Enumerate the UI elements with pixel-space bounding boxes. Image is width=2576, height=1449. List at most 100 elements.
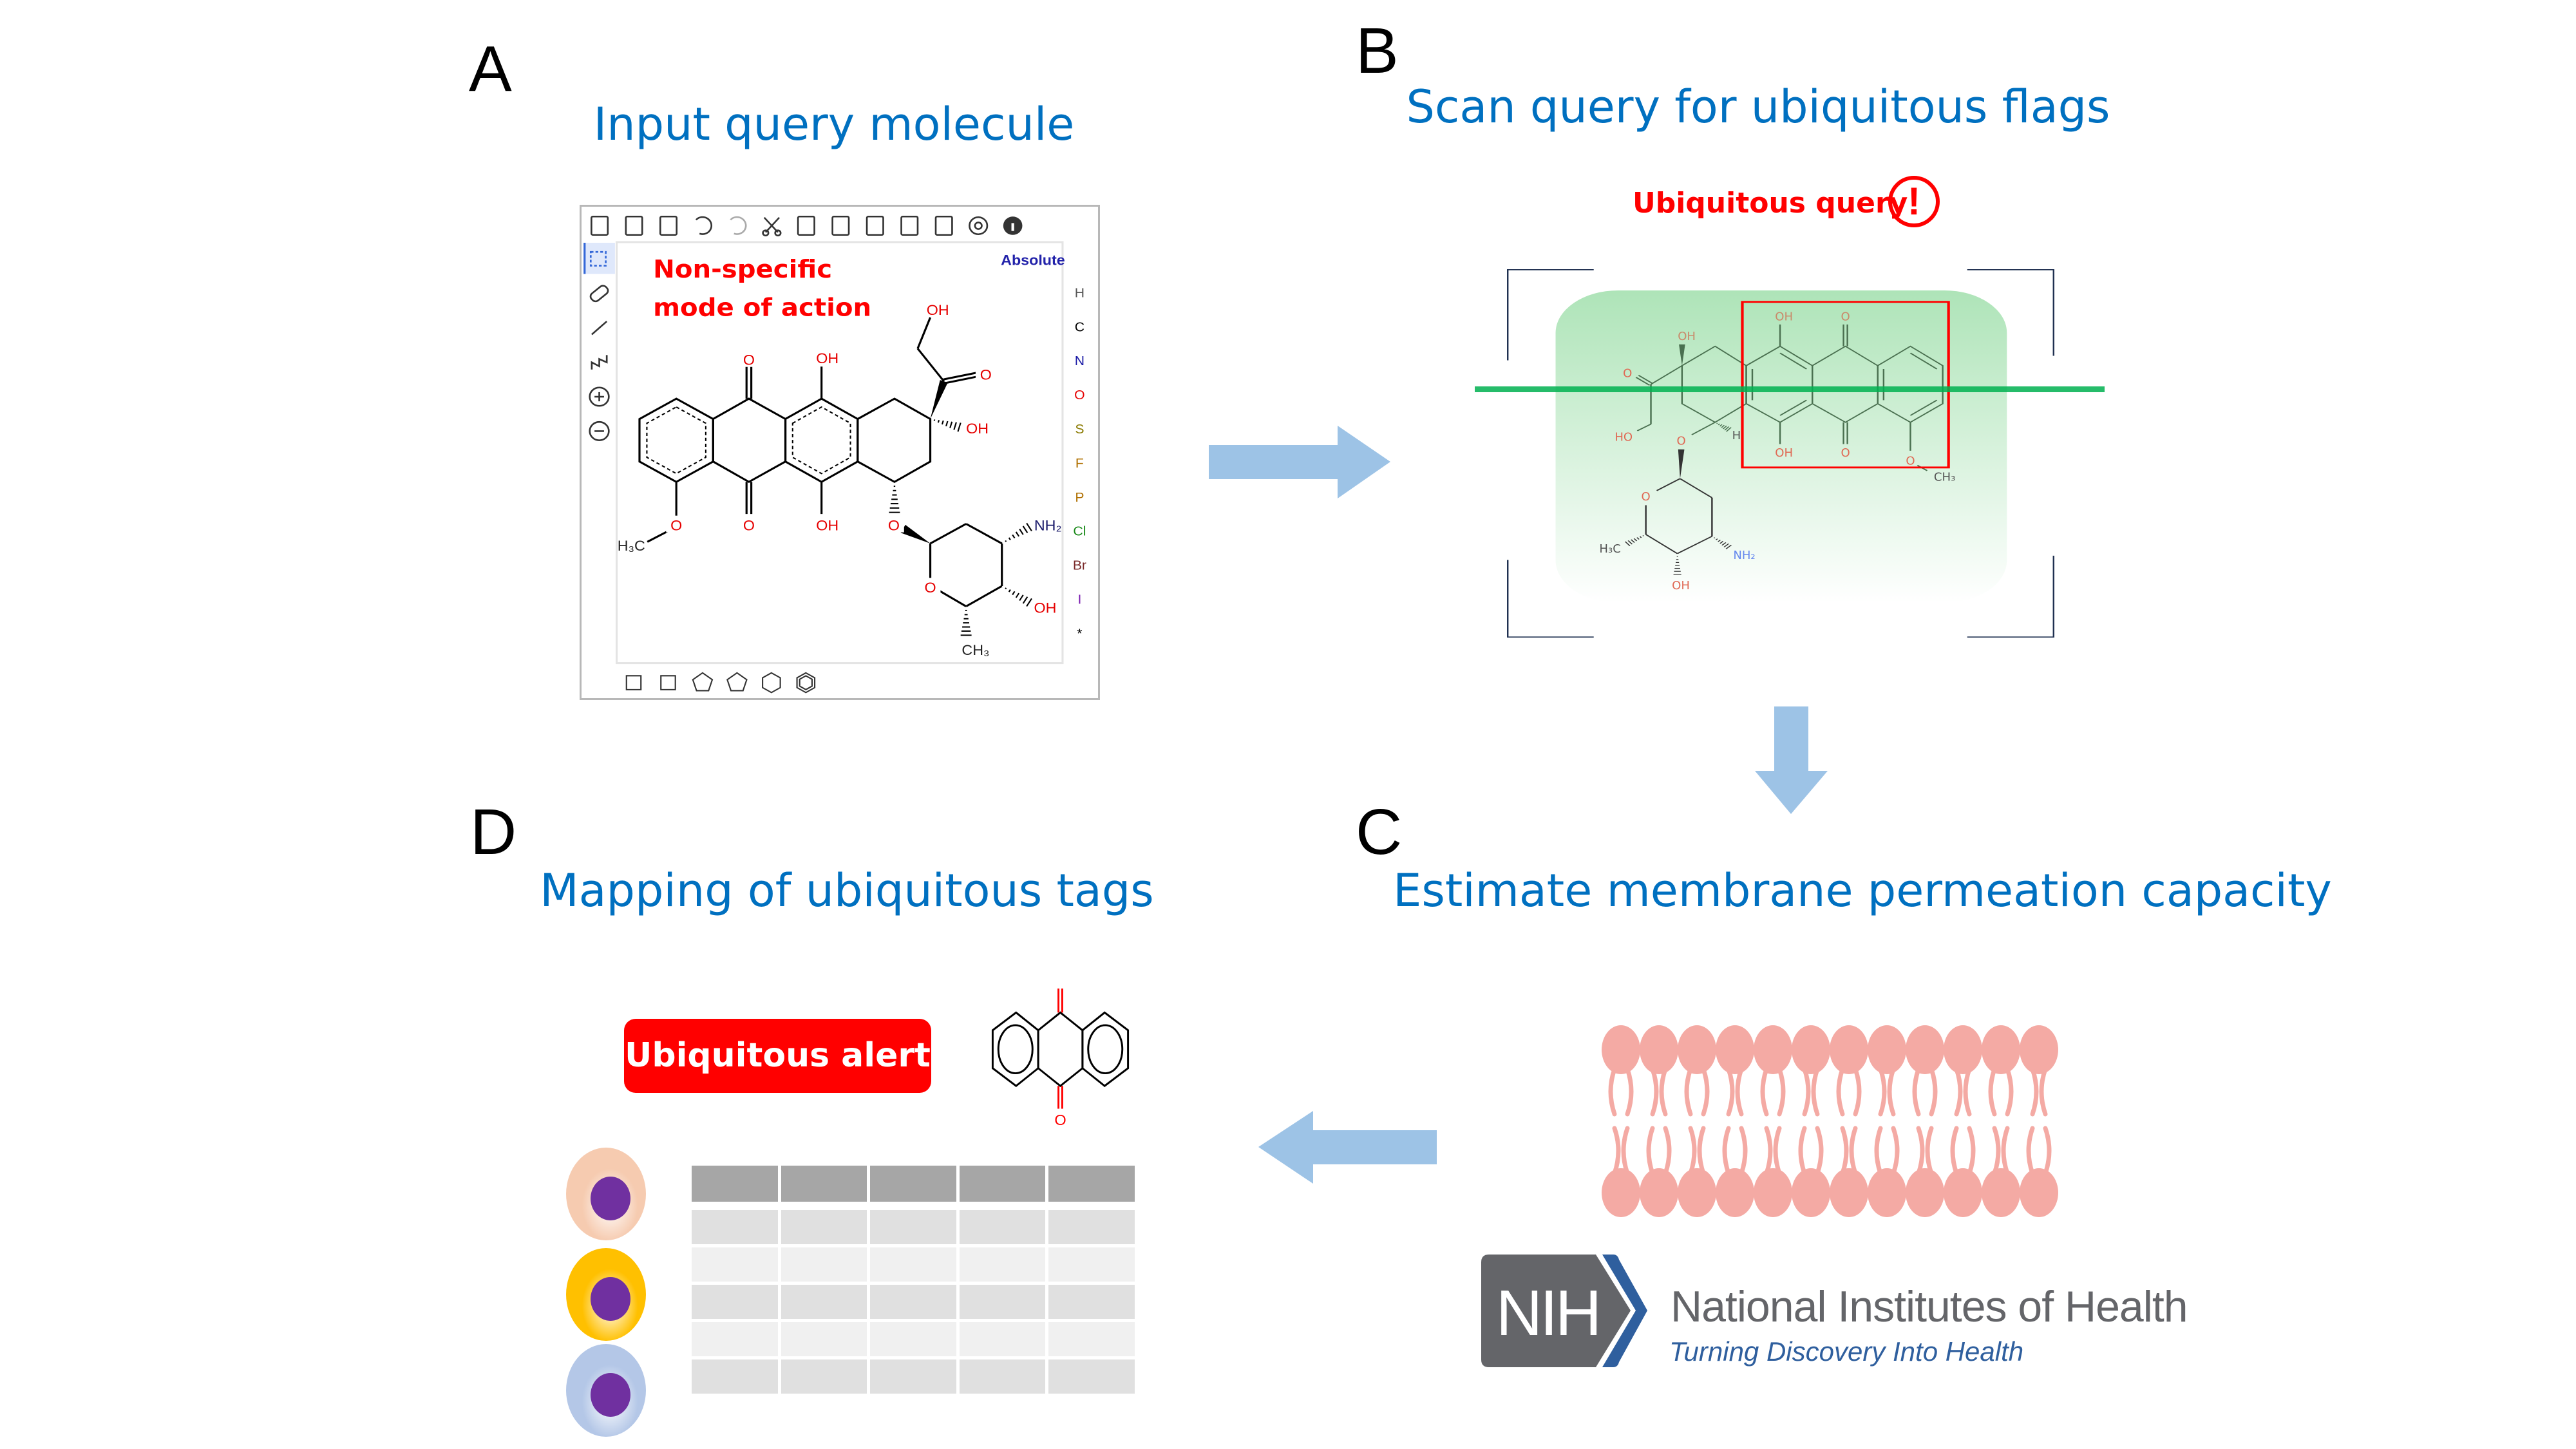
cut-icon[interactable] xyxy=(762,216,782,237)
atom-label: O xyxy=(888,517,900,533)
stereo-label: Absolute xyxy=(1001,252,1065,268)
table-header-cell xyxy=(1048,1166,1135,1202)
copy-icon[interactable] xyxy=(797,215,815,236)
table-cell xyxy=(1048,1247,1135,1282)
panel-letter-c: C xyxy=(1356,796,1403,868)
cell-icon xyxy=(566,1344,646,1437)
atom-label: O xyxy=(1841,310,1850,324)
nucleus xyxy=(591,1177,630,1220)
atom-label: OH xyxy=(927,301,949,317)
atom-label: H xyxy=(1732,429,1741,442)
panel-title-a: Input query molecule xyxy=(593,98,1075,151)
element-button[interactable]: S xyxy=(1075,422,1084,437)
nih-logo-mark: NIH xyxy=(1496,1277,1602,1349)
lipid xyxy=(1716,1025,1754,1217)
select-icon[interactable] xyxy=(589,251,607,267)
table-cell xyxy=(692,1322,778,1356)
sgroup-icon[interactable] xyxy=(660,675,676,690)
panel-letter-a: A xyxy=(469,33,512,105)
benzene-icon[interactable] xyxy=(796,672,816,694)
new-file-icon[interactable] xyxy=(591,215,609,236)
table-cell xyxy=(692,1359,778,1394)
atom-label: O xyxy=(1677,434,1686,448)
element-button[interactable]: Cl xyxy=(1073,524,1086,539)
table-cell xyxy=(1048,1359,1135,1394)
lipid xyxy=(1868,1025,1906,1217)
info-icon[interactable] xyxy=(1003,216,1023,235)
panel-title-c: Estimate membrane permeation capacity xyxy=(1393,864,2332,917)
top-toolbar xyxy=(591,215,1023,237)
table-cell xyxy=(959,1322,1046,1356)
table-cell xyxy=(692,1247,778,1282)
element-button[interactable]: H xyxy=(1075,286,1084,301)
zoom-in-icon[interactable] xyxy=(589,386,610,407)
cyclobutane-icon[interactable] xyxy=(692,672,714,692)
anthraquinone-fragment: O xyxy=(991,988,1130,1128)
table-header-cell xyxy=(692,1166,778,1202)
element-button[interactable]: P xyxy=(1075,490,1084,505)
table-cell xyxy=(781,1285,867,1319)
nih-name: National Institutes of Health xyxy=(1671,1282,2188,1331)
zoom-clear-icon[interactable] xyxy=(866,215,884,236)
element-button[interactable]: O xyxy=(1074,388,1084,402)
undo-icon[interactable] xyxy=(695,216,713,235)
cyclohexane-icon[interactable] xyxy=(762,672,781,694)
bond-icon[interactable] xyxy=(591,321,608,336)
arrow-down-icon xyxy=(1755,706,1828,814)
lipid xyxy=(1830,1025,1868,1217)
settings-icon[interactable] xyxy=(969,216,989,235)
eraser-icon[interactable] xyxy=(589,284,609,303)
element-button[interactable]: N xyxy=(1075,354,1084,369)
atom-label: O xyxy=(743,352,755,368)
layout-2d-icon[interactable] xyxy=(900,215,919,236)
table-header-cell xyxy=(870,1166,956,1202)
atom-label: OH xyxy=(816,350,838,366)
element-button[interactable]: C xyxy=(1075,320,1084,335)
cell-icon xyxy=(566,1248,646,1341)
open-folder-icon[interactable] xyxy=(625,215,643,236)
flagged-substructure-box xyxy=(1741,301,1950,469)
redo-icon[interactable] xyxy=(730,216,747,235)
table-cell xyxy=(781,1210,867,1244)
panel-title-b: Scan query for ubiquitous flags xyxy=(1406,80,2110,133)
arrow-left-icon xyxy=(1258,1111,1437,1184)
mapping-table xyxy=(692,1166,1135,1394)
left-toolbar xyxy=(589,251,610,441)
bottom-template-bar xyxy=(625,672,816,694)
lipid xyxy=(1906,1025,1944,1217)
chain-icon[interactable] xyxy=(591,355,608,370)
table-cell xyxy=(870,1247,956,1282)
zoom-out-icon[interactable] xyxy=(589,421,610,441)
lipid xyxy=(1640,1025,1678,1217)
atom-label: H₃C xyxy=(618,538,645,554)
atom-label: OH xyxy=(1775,310,1793,324)
table-cell xyxy=(781,1359,867,1394)
lipid xyxy=(1944,1025,1982,1217)
atom-label: OH xyxy=(816,517,838,533)
element-button[interactable]: Br xyxy=(1073,558,1086,573)
save-icon[interactable] xyxy=(659,215,678,236)
select-tool-active-bg xyxy=(583,242,615,274)
template-tool-icon[interactable] xyxy=(625,675,642,690)
cyclopentane-icon[interactable] xyxy=(726,672,748,692)
atom-label: OH xyxy=(966,420,989,436)
element-button[interactable]: F xyxy=(1075,456,1084,471)
lipid xyxy=(1754,1025,1792,1217)
ubiquitous-query-label: Ubiquitous query xyxy=(1633,187,1908,220)
atom-label: O xyxy=(1642,490,1651,504)
query-atom-icon[interactable] xyxy=(934,215,953,236)
table-header-cell xyxy=(781,1166,867,1202)
atom-label: O xyxy=(1906,455,1915,468)
atom-label: O xyxy=(1841,446,1850,460)
atom-label: OH xyxy=(1672,579,1690,592)
nih-tagline: Turning Discovery Into Health xyxy=(1669,1336,2024,1367)
paste-icon[interactable] xyxy=(831,215,850,236)
annotation-line-2: mode of action xyxy=(653,293,871,322)
element-button[interactable]: * xyxy=(1077,627,1082,641)
element-button[interactable]: I xyxy=(1077,592,1081,607)
table-cell xyxy=(959,1285,1046,1319)
query-molecule-bonds xyxy=(638,317,1032,636)
